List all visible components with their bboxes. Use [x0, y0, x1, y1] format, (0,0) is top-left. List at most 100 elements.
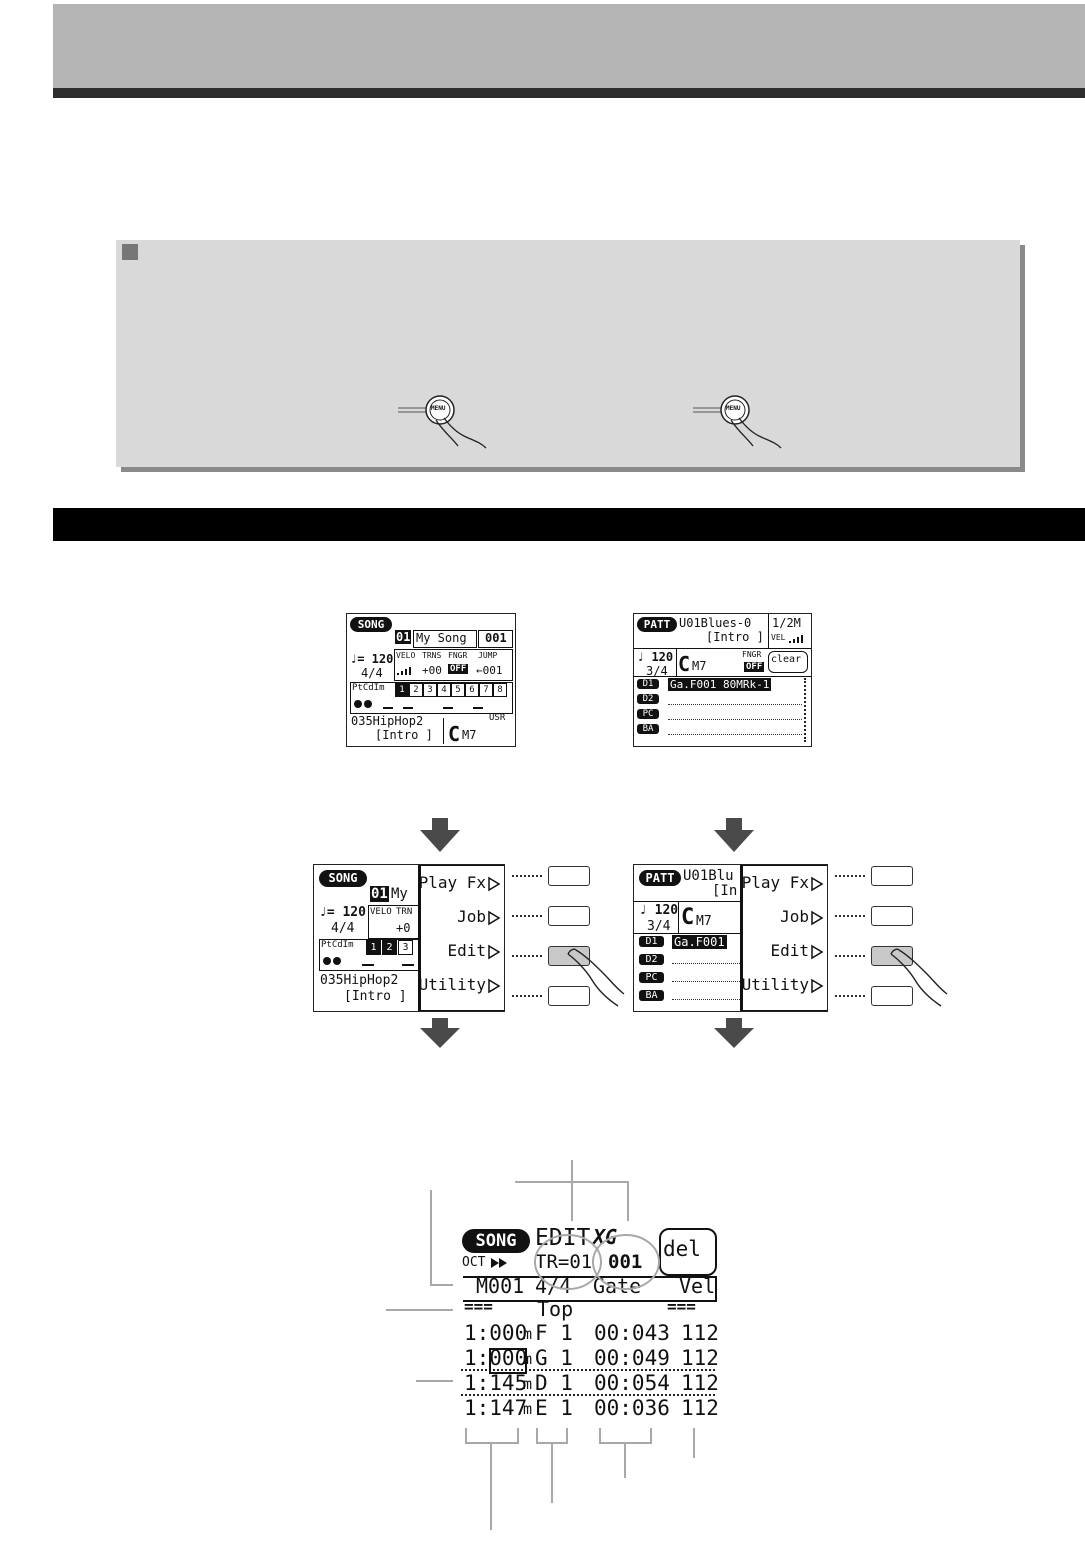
soft-button-3-edit[interactable] [871, 946, 913, 966]
event-unit: m [523, 1325, 533, 1343]
song-section: [Intro ] [375, 728, 433, 742]
patt-grid-line-3 [668, 734, 802, 735]
menu-item-arrow-icon [811, 944, 824, 959]
patt-clear-label: clear [771, 654, 802, 665]
song-style: 035HipHop2 [320, 973, 399, 988]
header-band [53, 4, 1085, 88]
patt-chord-root: C [681, 905, 695, 930]
patt-divider-v [768, 614, 769, 648]
pattern-row-badge: D2 [639, 954, 664, 965]
finger-icon [890, 948, 948, 1007]
song-track-status-icon [323, 957, 414, 966]
event-position: 1:145 [464, 1371, 528, 1395]
patt-name: U01Blues-0 [679, 616, 752, 630]
track-box: 7 [479, 683, 493, 697]
menu-item-arrow-icon [811, 910, 824, 925]
song-fngr-header: FNGR [448, 651, 468, 660]
soft-button-leader [835, 995, 865, 997]
menu-item-job[interactable]: Job [780, 907, 824, 931]
event-velocity: 112 [681, 1346, 719, 1370]
song-trns-header: TRN [396, 907, 413, 917]
menu-item-label: Play Fx [418, 873, 486, 892]
patt-grid-line-2 [672, 981, 740, 982]
song-velo-header: VELO [396, 651, 416, 660]
menu-item-label: Utility [418, 975, 486, 994]
song-chord-type: M7 [462, 728, 477, 742]
event-gate: 00:036 [594, 1396, 670, 1420]
finger-icon [567, 948, 625, 1007]
patt-velocity-meter-icon [789, 635, 803, 643]
patt-divider-h2 [634, 933, 744, 934]
menu-item-edit[interactable]: Edit [770, 941, 824, 965]
song-measure: 001 [485, 631, 507, 645]
soft-button-leader [512, 875, 542, 877]
song-name: My [391, 886, 408, 902]
edit-measure-indicator: 001 [608, 1251, 643, 1273]
event-position: 1:000 [464, 1321, 528, 1345]
patt-divider-v2 [676, 648, 677, 676]
song-tracks-label: PtCdIm [352, 683, 385, 693]
measure-header: M001 [476, 1274, 525, 1298]
patt-vel-label: VEL [771, 633, 786, 642]
menu-item-job[interactable]: Job [457, 907, 501, 931]
menu-item-label: Play Fx [741, 873, 809, 892]
menu-item-play-fx[interactable]: Play Fx [741, 873, 824, 897]
patt-grid-box [666, 678, 806, 742]
event-unit: m [523, 1350, 533, 1368]
menu-item-arrow-icon [811, 978, 824, 993]
soft-button-leader [835, 915, 865, 917]
arrow-down-icon [714, 1018, 754, 1048]
menu-item-play-fx[interactable]: Play Fx [418, 873, 501, 897]
pattern-row-badge: BA [639, 990, 664, 1001]
soft-button-3-edit[interactable] [548, 946, 590, 966]
soft-button-1[interactable] [548, 866, 590, 886]
song-chord-root: C [448, 722, 461, 746]
oct-label: OCT [462, 1255, 486, 1270]
song-section: [Intro ] [344, 989, 407, 1004]
soft-button-leader [512, 955, 542, 957]
menu-item-utility[interactable]: Utility [418, 975, 501, 999]
menu-item-arrow-icon [488, 910, 501, 925]
song-name: My Song [416, 631, 467, 645]
event-note: F 1 [535, 1321, 573, 1345]
song-track-status-icon [354, 700, 483, 709]
song-edit-display: SONG EDIT XG 001 del OCT TR=01 M001 4/4 … [453, 1221, 723, 1427]
pattern-row-badge: D1 [639, 936, 664, 947]
patt-section: [In [712, 883, 738, 899]
song-divider [443, 718, 444, 744]
soft-button-1[interactable] [871, 866, 913, 886]
song-tempo: ♩= 120 [350, 652, 394, 666]
soft-button-leader [512, 915, 542, 917]
arrow-down-icon [420, 1018, 460, 1048]
track-box: 4 [437, 683, 451, 697]
pattern-row-badge: D1 [637, 679, 659, 689]
soft-button-leader [512, 995, 542, 997]
menu-button-label: MENU [431, 405, 446, 412]
soft-button-2[interactable] [871, 906, 913, 926]
menu-item-utility[interactable]: Utility [741, 975, 824, 999]
patt-chord-root: C [678, 652, 691, 676]
event-note: E 1 [535, 1396, 573, 1420]
soft-button-4[interactable] [871, 986, 913, 1006]
patt-row1: Ga.F001 80MRk-1 [668, 678, 772, 691]
menu-item-edit[interactable]: Edit [447, 941, 501, 965]
song-name-box [413, 630, 477, 648]
soft-button-4[interactable] [548, 986, 590, 1006]
menu-button-label: MENU [726, 405, 741, 412]
patt-tempo: ♩ 120 [639, 903, 679, 918]
patt-meter: 3/4 [647, 919, 671, 934]
patt-divider-h2 [634, 676, 811, 677]
menu-item-label: Utility [741, 975, 809, 994]
edit-cursor [489, 1348, 527, 1374]
soft-button-2[interactable] [548, 906, 590, 926]
track-box: 5 [451, 683, 465, 697]
delete-button[interactable] [659, 1228, 717, 1276]
song-badge: SONG [350, 617, 392, 632]
song-main-display: SONG 01 My Song 001 ♩= 120 4/4 VELO TRNS… [346, 613, 516, 747]
